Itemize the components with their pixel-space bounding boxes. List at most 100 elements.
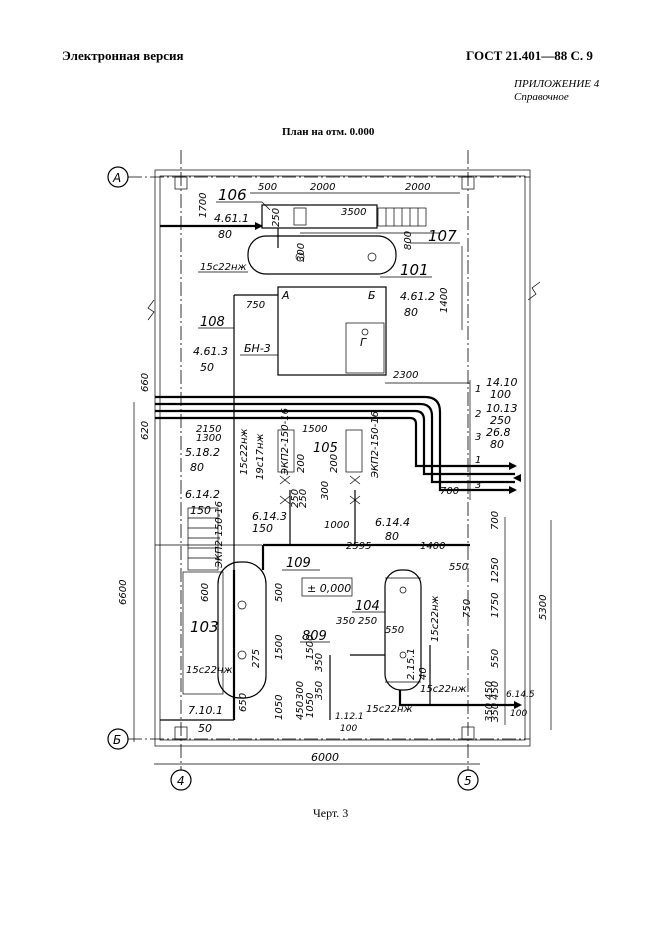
- pipe-tag-4-top: 5.18.2: [185, 446, 220, 459]
- dim-1250: 1250: [490, 558, 501, 583]
- dim-450a: 450: [490, 681, 501, 700]
- column-a4: [174, 176, 188, 190]
- pipe-tag-8-bottom: 50: [198, 722, 212, 735]
- pipe-tag-11-top: 10.13: [486, 402, 518, 415]
- pipe-tag-8-top: 7.10.1: [188, 704, 223, 717]
- break-left: [147, 299, 155, 321]
- pipe-tag-2-top: 4.61.2: [400, 290, 435, 303]
- pipe-tag-12-top: 26.8: [486, 426, 511, 439]
- walls: [147, 169, 541, 747]
- column-b5: [461, 726, 475, 740]
- level-mark: ± 0,000: [301, 577, 353, 597]
- vessel-104: [384, 569, 422, 691]
- column-a5: [461, 176, 475, 190]
- pipe-tag-4-bottom: 80: [190, 461, 204, 474]
- dim-300c: 300: [320, 481, 331, 500]
- eklp-label-2: ЭКП2-150-16: [370, 411, 381, 479]
- dim-650: 650: [238, 693, 249, 712]
- dim-250c: 250: [290, 489, 301, 508]
- eklp-label-3: ЭКП2-150-16: [214, 501, 225, 569]
- unit-105b: [345, 429, 363, 473]
- dim-1050b: 1050: [305, 693, 316, 718]
- dim-550b: 550: [490, 649, 501, 668]
- dim-1500a: 1500: [302, 424, 327, 435]
- eklp-label-1: ЭКП2-150-16: [280, 408, 291, 476]
- drawing-title: План на отм. 0.000: [282, 126, 375, 138]
- valve-label-6: 15с22нж: [239, 429, 250, 476]
- dim-700a: 700: [440, 486, 459, 497]
- label-809: 809: [302, 629, 327, 644]
- flow-arrows: [509, 462, 521, 494]
- pipe-tag-6-bottom: 150: [252, 522, 273, 535]
- ladder-103: [187, 507, 219, 571]
- dim-350e: 350: [484, 703, 495, 722]
- dim-1500c: 1500: [305, 635, 316, 660]
- level-label: ± 0,000: [307, 582, 351, 595]
- pipe-tag-2-bottom: 80: [404, 306, 418, 319]
- equipment-106: 106: [216, 186, 378, 229]
- dim-700b: 700: [490, 511, 501, 530]
- dim-1700: 1700: [198, 193, 209, 218]
- mark-g: Г: [360, 336, 367, 349]
- label-108: 108: [200, 315, 225, 330]
- dim-200b: 200: [329, 454, 340, 473]
- dim-550c: 550: [385, 625, 404, 636]
- dim-200a: 200: [296, 454, 307, 473]
- dim-1400a: 1400: [439, 288, 450, 313]
- dim-300b: 300: [295, 681, 306, 700]
- dim-450c: 450: [484, 681, 495, 700]
- tank-101: [247, 235, 397, 275]
- inner-wall: [159, 175, 526, 741]
- label-104: 104: [355, 599, 380, 614]
- appendix-label: ПРИЛОЖЕНИЕ 4: [514, 78, 600, 90]
- pipe-num-1b: 1: [475, 455, 481, 466]
- dim-6600: 6600: [118, 580, 129, 605]
- equipment-bn3: А Б Г БН-3: [240, 286, 387, 376]
- label-109: 109: [286, 556, 311, 571]
- equipment-104: 104: [352, 569, 422, 691]
- valve-label-7: 19с17нж: [255, 434, 266, 481]
- dim-250b: 250: [358, 616, 377, 627]
- pipe-tag-10-top: 14.10: [486, 376, 518, 389]
- dim-3500: 3500: [341, 207, 366, 218]
- frame-103: [182, 571, 224, 695]
- dim-1750: 1750: [490, 593, 501, 618]
- dimensions: [133, 192, 552, 765]
- equipment-105: 105: [277, 429, 363, 505]
- axis-4-label: 4: [177, 774, 185, 788]
- dim-500a: 500: [258, 182, 277, 193]
- axis-5-label: 5: [464, 774, 472, 788]
- pipe-tag-1-bottom: 80: [218, 228, 232, 241]
- dim-250d: 250: [298, 489, 309, 508]
- dim-2595: 2595: [346, 541, 371, 552]
- dim-1000: 1000: [324, 520, 349, 531]
- equipment-101: 101: [247, 235, 432, 279]
- dim-600: 600: [200, 583, 211, 602]
- dim-350b: 350: [336, 616, 355, 627]
- label-bn3: БН-3: [244, 342, 271, 355]
- pipe-tag-10-bottom: 100: [490, 388, 511, 401]
- dimension-values: 500 2000 2000 1700 250 3500 800 300 1400…: [118, 182, 549, 764]
- valve-label-2: 15с22нж: [186, 665, 233, 676]
- tank-106: [261, 204, 378, 229]
- vessel-103: [217, 561, 267, 699]
- dim-250a: 250: [271, 208, 282, 227]
- label-101: 101: [400, 261, 429, 279]
- axis-a-label: А: [112, 171, 121, 185]
- dim-1500b: 1500: [274, 635, 285, 660]
- pipe-tag-14-top: 2.15.1: [406, 648, 417, 680]
- equipment-103: 103: [182, 507, 267, 699]
- block-bn3: [277, 286, 387, 376]
- dim-750: 750: [246, 300, 265, 311]
- dim-350d: 350: [314, 681, 325, 700]
- dim-750b: 750: [462, 599, 473, 618]
- dim-800: 800: [403, 231, 414, 250]
- equipment-107: 107: [377, 207, 460, 245]
- drawing-caption: Черт. 3: [313, 806, 349, 820]
- unit-105a: [277, 429, 295, 473]
- dim-2000a: 2000: [310, 182, 335, 193]
- pipe-tag-7-top: 6.14.4: [375, 516, 410, 529]
- dim-450b: 450: [295, 701, 306, 720]
- dim-350a: 350: [490, 703, 501, 722]
- dim-5300: 5300: [538, 595, 549, 620]
